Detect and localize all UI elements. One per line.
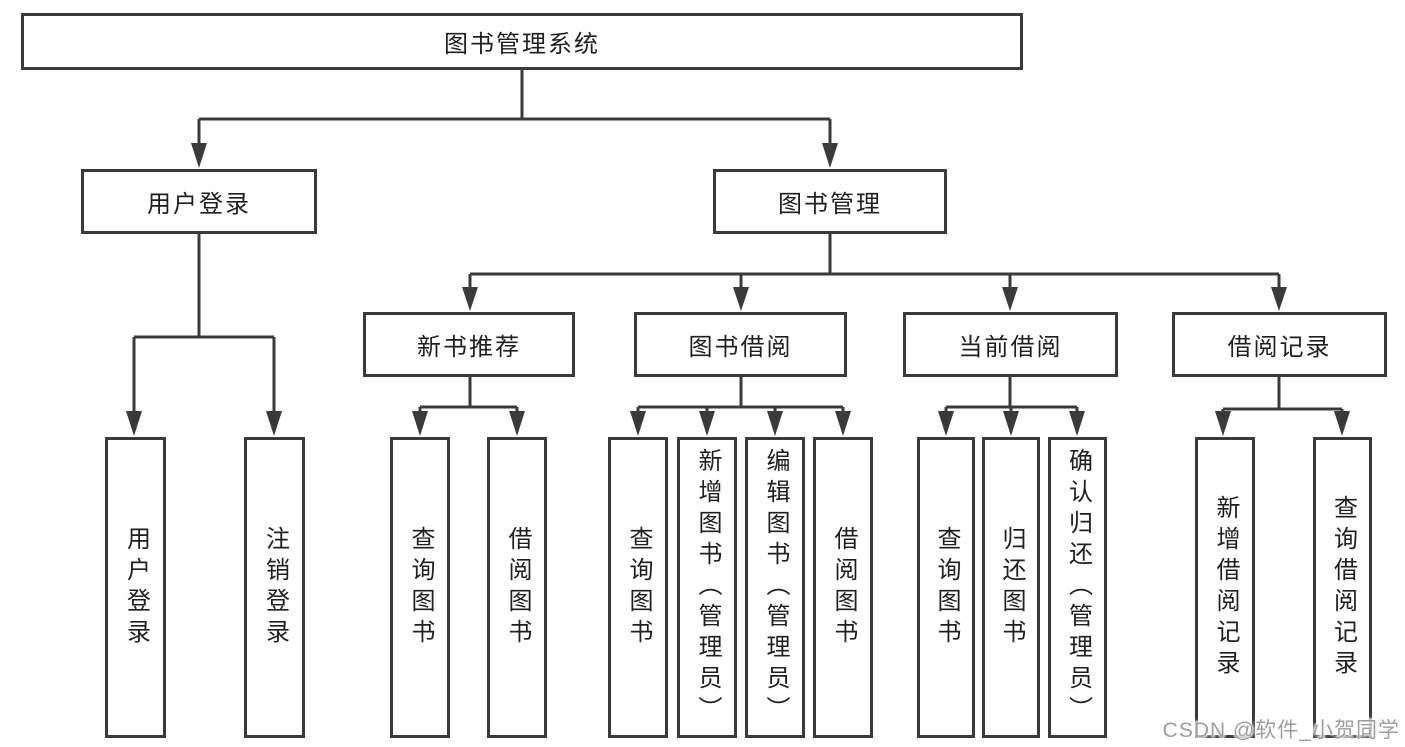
connector-book-mgmt-to-level3 — [468, 234, 1281, 292]
node-logout-leaf: 注销登录 — [244, 437, 305, 738]
connector-user-login-to-leaves — [132, 234, 276, 414]
connector-current-borrow-to-leaves — [944, 377, 1079, 416]
node-cb-confirm-return-admin-leaf: 确认归还（管理员） — [1048, 437, 1107, 738]
node-br-add-record-leaf: 新增借阅记录 — [1195, 437, 1255, 738]
node-book-borrow: 图书借阅 — [634, 312, 847, 377]
node-current-borrow: 当前借阅 — [903, 312, 1118, 377]
node-bb-add-books-admin-leaf: 新增图书（管理员） — [677, 437, 737, 738]
node-bb-edit-books-admin-leaf: 编辑图书（管理员） — [745, 437, 805, 738]
connector-book-borrow-to-leaves — [636, 377, 845, 416]
node-user-login: 用户登录 — [81, 169, 317, 234]
connector-new-book-to-leaves — [418, 377, 519, 416]
node-root: 图书管理系统 — [21, 13, 1023, 70]
node-nb-borrow-books-leaf: 借阅图书 — [487, 437, 547, 738]
connector-root-to-level2 — [197, 70, 832, 146]
node-bb-query-books-leaf: 查询图书 — [608, 437, 668, 738]
node-cb-return-books-leaf: 归还图书 — [982, 437, 1040, 738]
node-user-login-leaf: 用户登录 — [105, 437, 166, 738]
node-new-book-rec: 新书推荐 — [363, 312, 575, 377]
node-book-mgmt: 图书管理 — [713, 169, 947, 234]
node-bb-borrow-books-leaf: 借阅图书 — [813, 437, 873, 738]
node-borrow-records: 借阅记录 — [1172, 312, 1387, 377]
arrowheads — [126, 143, 1350, 436]
node-cb-query-books-leaf: 查询图书 — [917, 437, 975, 738]
node-nb-query-books-leaf: 查询图书 — [390, 437, 450, 738]
connector-borrow-records-to-leaves — [1221, 377, 1344, 416]
node-br-query-record-leaf: 查询借阅记录 — [1313, 437, 1372, 738]
watermark-text: CSDN @软件_小贺同学 — [1162, 719, 1400, 742]
